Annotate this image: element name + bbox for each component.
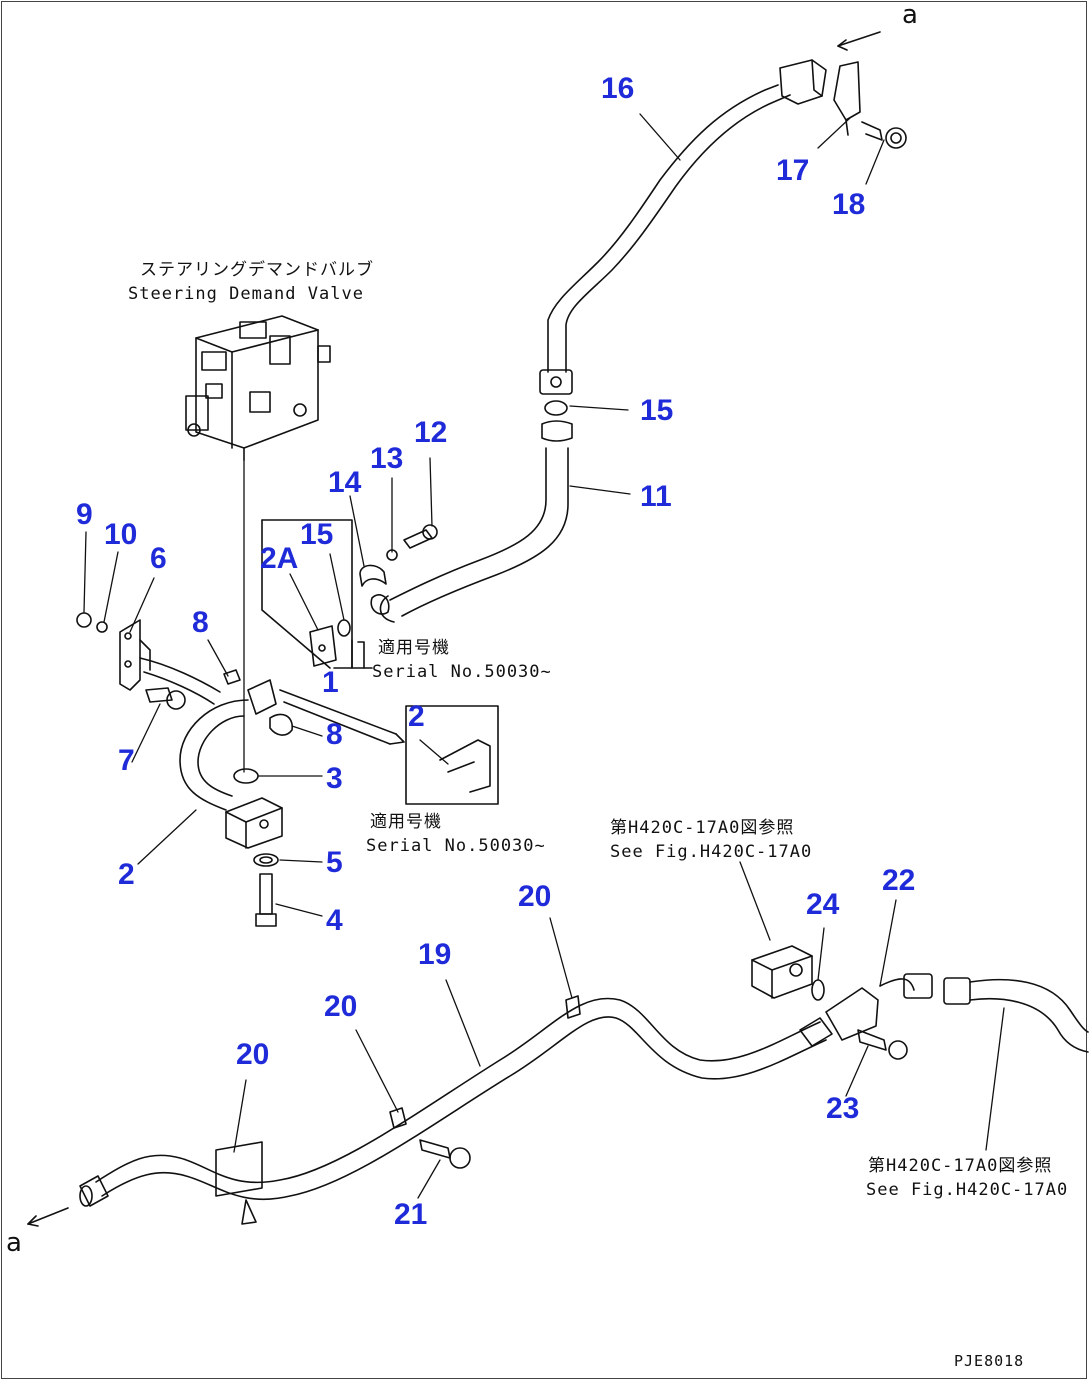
fig-ref-2-jp: 第H420C-17A0図参照 (868, 1156, 1053, 1176)
hose-11 (379, 447, 569, 623)
clamp-20-right (565, 995, 581, 1019)
ref-a-top: a (902, 0, 918, 30)
pipe-16 (547, 84, 791, 373)
callout-15-mid: 15 (300, 518, 334, 551)
clip-8-top (223, 669, 241, 685)
callout-8-lower: 8 (326, 718, 343, 751)
callout-2-box: 2 (408, 700, 425, 733)
oring-24 (811, 979, 825, 1001)
clamp-17 (779, 59, 861, 136)
oring-3 (233, 768, 259, 784)
fig-ref-1-en: See Fig.H420C-17A0 (610, 842, 813, 862)
flange-joint-top (539, 369, 573, 442)
ref-a-bottom: a (6, 1228, 22, 1258)
serial-box-1 (261, 519, 353, 669)
flange-2a (309, 625, 337, 667)
callout-20-mid: 20 (324, 990, 358, 1023)
callout-18: 18 (832, 188, 866, 221)
serial-note-2-jp: 適用号機 (370, 812, 442, 832)
callout-3: 3 (326, 762, 343, 795)
serial-note-1-en: Serial No.50030~ (372, 662, 552, 682)
block-2-bottom (225, 797, 283, 849)
fig-ref-1-jp: 第H420C-17A0図参照 (610, 818, 795, 838)
fitting-22 (799, 973, 933, 1047)
clamp-20-mid (389, 1107, 407, 1129)
washer-10 (96, 621, 108, 633)
callout-6: 6 (150, 542, 167, 575)
callout-14: 14 (328, 466, 362, 499)
arrow-a-bottom (27, 1207, 69, 1225)
clip-8-lower (269, 713, 293, 736)
arrow-to-serial-2 (279, 689, 397, 735)
callout-24: 24 (806, 888, 840, 921)
valve-name-jp: ステアリングデマンドバルブ (140, 260, 374, 280)
hose-end-left (79, 1175, 109, 1207)
callout-2-pipe: 2 (118, 858, 135, 891)
drawing-code: PJE8018 (954, 1352, 1025, 1370)
bolt-23 (857, 1029, 908, 1060)
callout-22: 22 (882, 864, 916, 897)
callout-15-top: 15 (640, 394, 674, 427)
callout-4: 4 (326, 904, 343, 937)
callout-5: 5 (326, 846, 343, 879)
callout-11: 11 (640, 480, 672, 513)
bolt-12 (403, 524, 438, 549)
callout-19: 19 (418, 938, 452, 971)
washer-5 (253, 853, 279, 867)
callout-20-left: 20 (236, 1038, 270, 1071)
leader-lines (83, 113, 1005, 1199)
callout-2a: 2A (260, 542, 299, 575)
callout-1: 1 (322, 666, 339, 699)
callout-13: 13 (370, 442, 404, 475)
fig-ref-2-en: See Fig.H420C-17A0 (866, 1180, 1069, 1200)
callout-7: 7 (118, 744, 135, 777)
bolt-4 (255, 873, 277, 927)
pipe-19 (95, 997, 827, 1201)
callout-20-right: 20 (518, 880, 552, 913)
callout-8-top: 8 (192, 606, 209, 639)
split-flange-14 (359, 564, 387, 587)
oring-15 (337, 619, 351, 637)
callout-16: 16 (601, 72, 635, 105)
bracket-6 (119, 619, 151, 691)
hose-right-continuation (943, 977, 1089, 1053)
serial-note-2-en: Serial No.50030~ (366, 836, 546, 856)
block-24 (751, 945, 813, 999)
clamp-20-left (215, 1141, 263, 1197)
serial-box-2 (405, 705, 499, 805)
callout-9: 9 (76, 498, 93, 531)
steering-demand-valve (185, 315, 331, 461)
callout-21: 21 (394, 1198, 428, 1231)
arrow-a-top (837, 31, 881, 47)
callout-23: 23 (826, 1092, 860, 1125)
valve-name-en: Steering Demand Valve (128, 284, 364, 304)
bolt-7 (145, 687, 186, 710)
bolt-21 (419, 1139, 471, 1169)
nut-9 (76, 612, 92, 628)
callout-12: 12 (414, 416, 448, 449)
serial-note-1-jp: 適用号機 (378, 638, 450, 658)
callout-17: 17 (776, 154, 810, 187)
callout-10: 10 (104, 518, 138, 551)
bolt-18 (861, 121, 907, 149)
pipe-2 (139, 657, 277, 811)
